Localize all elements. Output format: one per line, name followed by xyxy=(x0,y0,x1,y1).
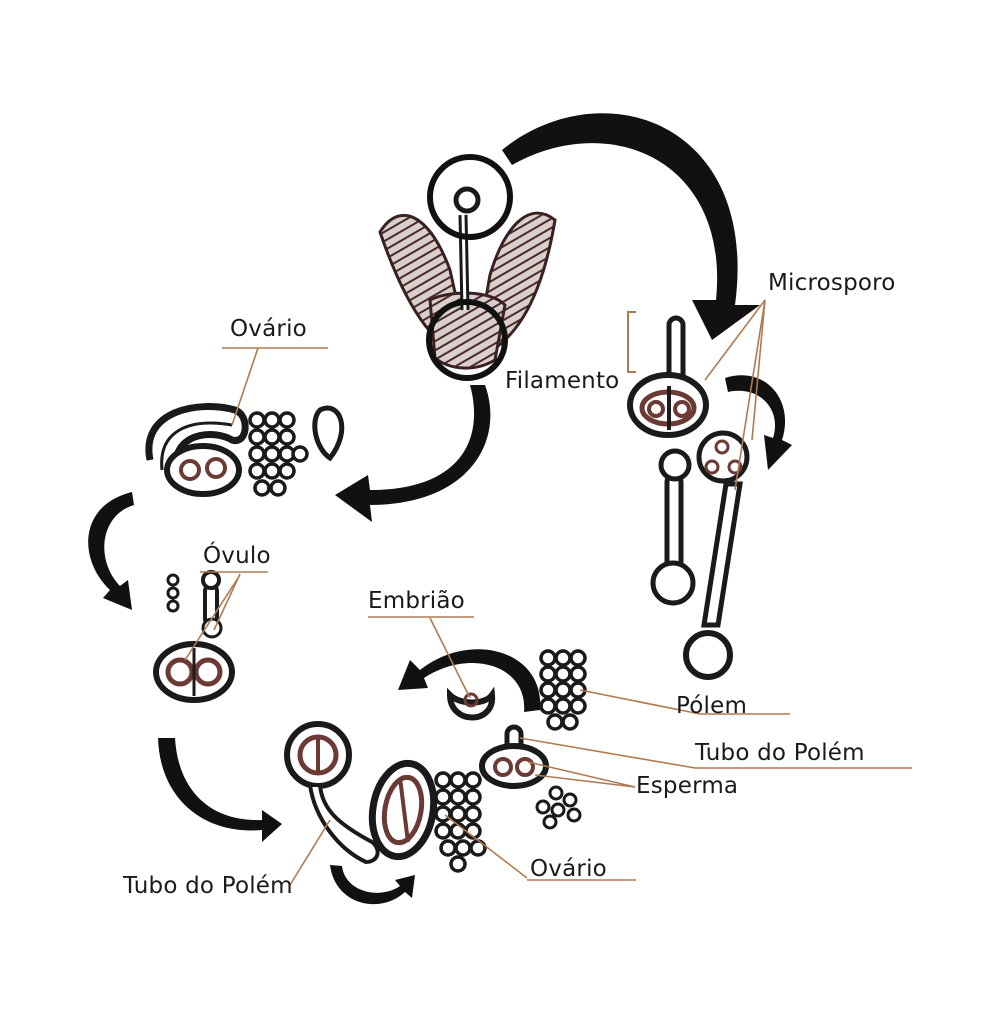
label-tubo-polem-left: Tubo do Polém xyxy=(123,873,293,899)
label-microsporo: Microsporo xyxy=(768,270,896,296)
label-embriao: Embrião xyxy=(368,588,465,614)
microspore-illustration xyxy=(627,311,709,438)
ovary-illustration xyxy=(145,403,345,497)
pollen-grains-illustration xyxy=(650,430,750,680)
pollen-grain-cluster xyxy=(539,649,587,731)
ovule-illustration xyxy=(153,570,235,703)
label-filamento: Filamento xyxy=(505,368,620,394)
label-ovario-bottom: Ovário xyxy=(530,856,607,882)
cycle-arrows xyxy=(88,113,792,905)
label-ovulo: Óvulo xyxy=(203,543,271,569)
label-esperma: Esperma xyxy=(636,773,739,799)
label-tubo-polem-right: Tubo do Polém xyxy=(695,740,865,766)
leader-lines xyxy=(184,299,912,886)
sperm-cell-illustration xyxy=(479,724,582,830)
label-ovario-top: Ovário xyxy=(230,316,307,342)
embryo-illustration xyxy=(446,686,496,721)
flower-illustration xyxy=(378,154,557,381)
fertilization-illustration xyxy=(284,721,487,873)
label-polem: Pólem xyxy=(676,693,748,719)
